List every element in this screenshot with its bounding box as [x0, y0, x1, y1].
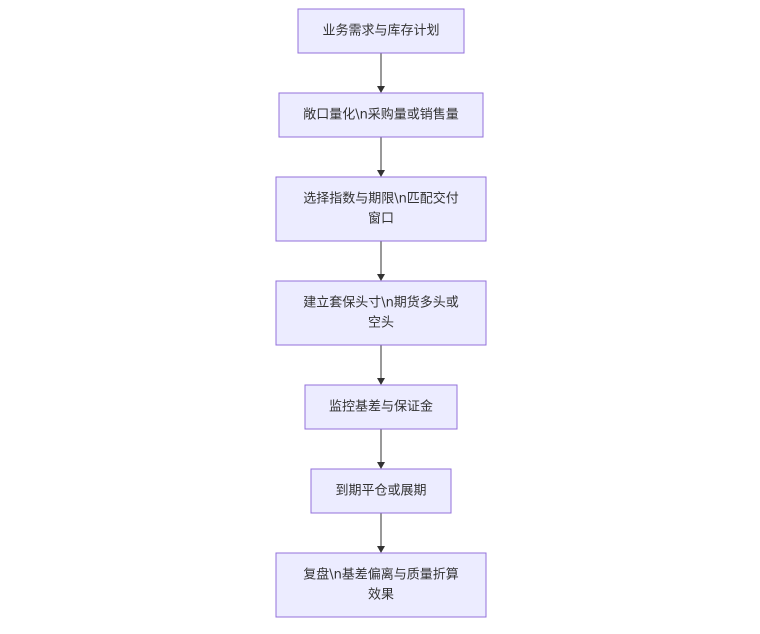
nodes-layer: 业务需求与库存计划敞口量化\n采购量或销售量选择指数与期限\n匹配交付窗口建立套…: [275, 8, 487, 618]
flow-node-label: 建立套保头寸\n期货多头或: [303, 295, 459, 311]
flow-node-label: 到期平仓或展期: [335, 484, 426, 499]
flow-node-2: 敞口量化\n采购量或销售量: [278, 92, 484, 138]
flow-node-box: [275, 176, 487, 242]
flow-node-label: 空头: [368, 316, 394, 331]
flow-node-box: [275, 280, 487, 346]
flow-edge-5: [377, 429, 385, 469]
flow-node-box: [310, 468, 452, 514]
flow-edge-6: [377, 513, 385, 553]
flow-node-label: 监控基差与保证金: [329, 399, 433, 415]
flow-node-label: 业务需求与库存计划: [322, 23, 439, 39]
flow-node-box: [278, 92, 484, 138]
flow-node-label: 选择指数与期限\n匹配交付: [303, 191, 459, 207]
arrowhead-icon: [377, 86, 385, 93]
flow-node-1: 业务需求与库存计划: [297, 8, 465, 54]
flow-edge-4: [377, 345, 385, 385]
arrowhead-icon: [377, 462, 385, 469]
flow-node-label: 效果: [368, 588, 394, 603]
flow-edge-2: [377, 137, 385, 177]
flow-edge-1: [377, 53, 385, 93]
arrowhead-icon: [377, 378, 385, 385]
flow-node-box: [297, 8, 465, 54]
edges-layer: [377, 53, 385, 553]
flow-node-6: 到期平仓或展期: [310, 468, 452, 514]
arrowhead-icon: [377, 546, 385, 553]
flow-node-box: [304, 384, 458, 430]
flow-node-box: [275, 552, 487, 618]
arrowhead-icon: [377, 170, 385, 177]
arrowhead-icon: [377, 274, 385, 281]
flow-node-label: 窗口: [368, 211, 394, 227]
flow-node-5: 监控基差与保证金: [304, 384, 458, 430]
flow-node-label: 敞口量化\n采购量或销售量: [303, 107, 459, 123]
flow-edge-3: [377, 241, 385, 281]
flow-node-label: 复盘\n基差偏离与质量折算: [303, 567, 459, 583]
